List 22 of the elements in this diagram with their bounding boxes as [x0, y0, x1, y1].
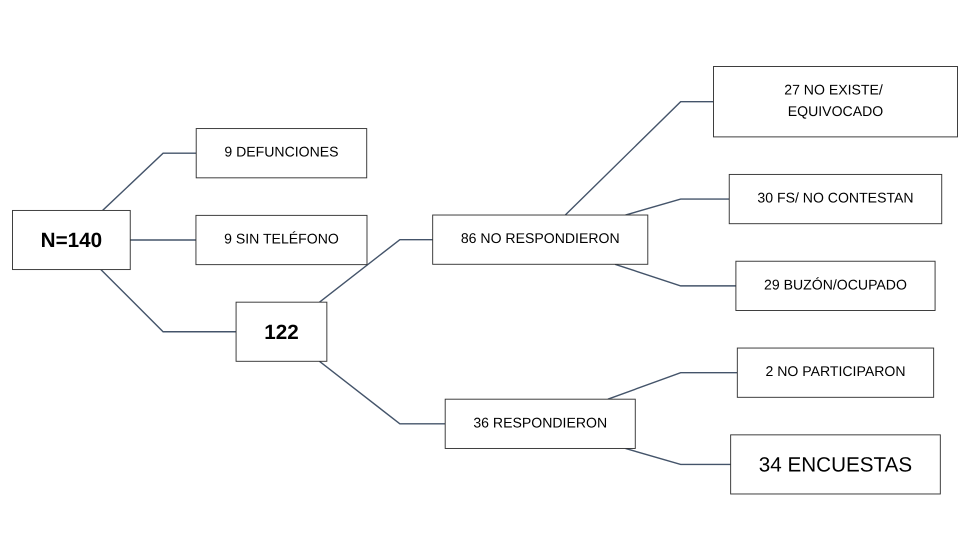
connector [102, 152, 196, 211]
connector [318, 360, 445, 424]
node-box [194, 214, 367, 265]
connector [130, 239, 196, 240]
connector [614, 263, 736, 286]
node-box [195, 128, 367, 178]
node-box [432, 214, 648, 265]
connector [624, 198, 729, 216]
node-box [728, 174, 942, 224]
connector [100, 268, 236, 332]
node-box [235, 301, 327, 362]
node-box [736, 347, 934, 398]
flowchart: N=140 9 DEFUNCIONES 9 SIN TELÉFONO 122 86 NO RESPONDIERON 36 RESPONDIERON 27 NO EXISTE/ EQUIVOCADO 30 FS/ NO CONTESTAN 29 BUZÓN/OCUPADO 2 NO PARTICIPARON 34 ENCUESTAS [4, 58, 964, 502]
connector [318, 238, 432, 302]
node-box [712, 66, 958, 138]
connector [607, 372, 737, 400]
node-box [12, 210, 130, 270]
connector [624, 448, 730, 465]
node-box [444, 398, 636, 449]
node-box [730, 434, 940, 494]
connector [564, 100, 713, 216]
node-box [734, 260, 936, 311]
